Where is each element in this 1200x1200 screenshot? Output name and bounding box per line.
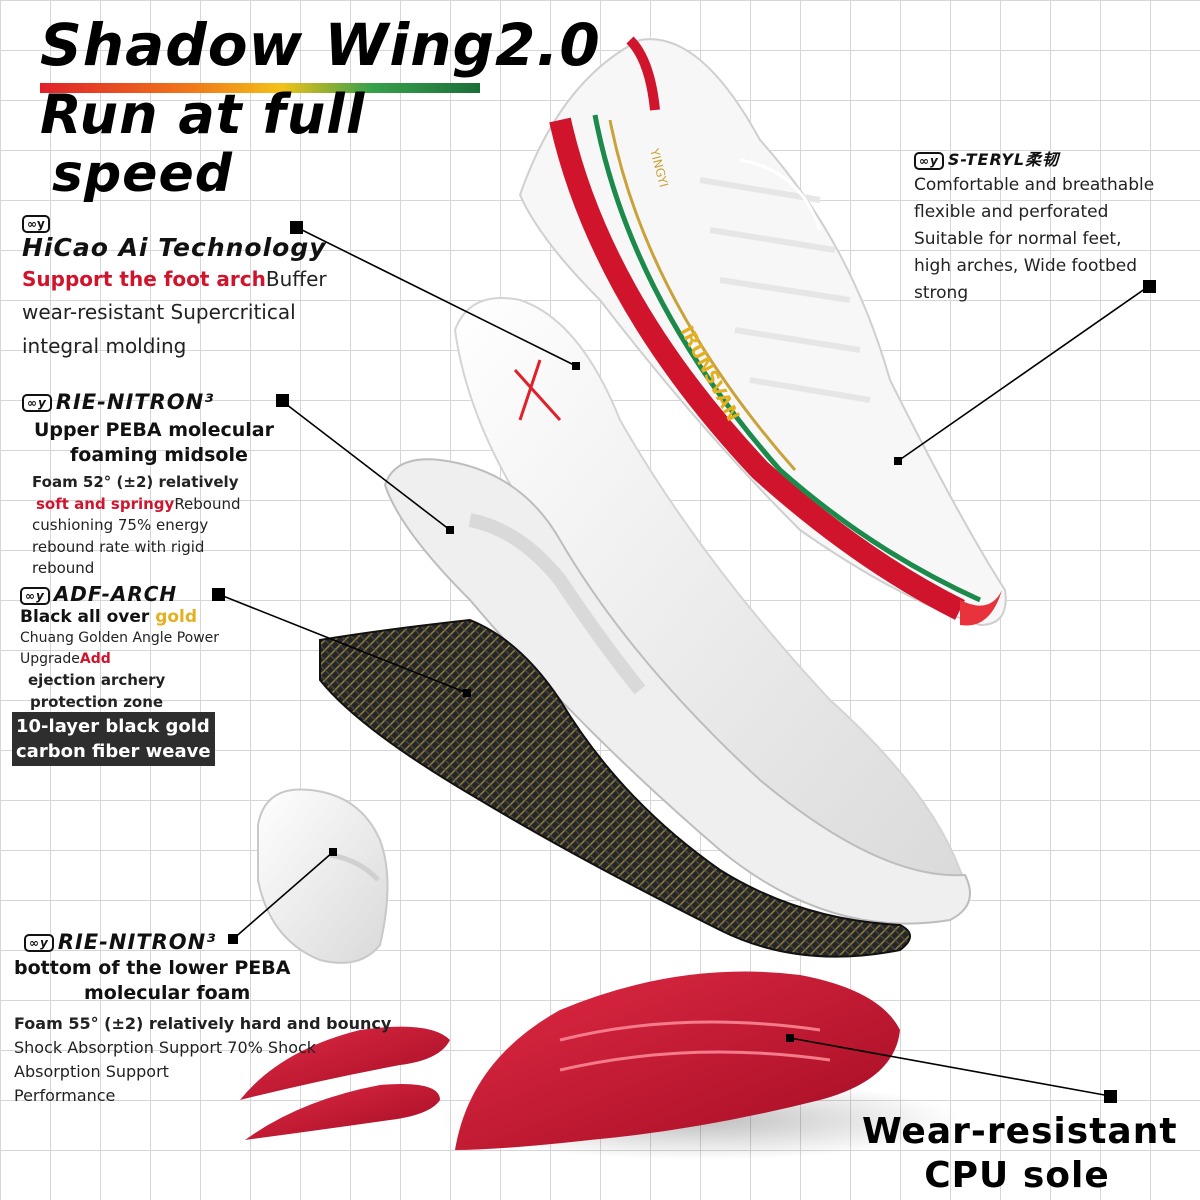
headline-line-3: speed [52,144,233,204]
lower-midsole-highlight: Foam 55° (±2) relatively hard and bouncy [14,1014,392,1033]
insole-callout-marker [290,221,303,234]
infinity-logo-icon: ∞y [24,934,54,952]
upper-midsole-line-3: rebound [32,559,95,577]
upper-midsole-line-2: rebound rate with rigid [32,537,205,556]
upper-line-3: Suitable for normal feet, [914,229,1122,249]
carbon-plate-line-1: Chuang Golden Angle Power [20,630,220,646]
carbon-plate-red-2: protection zone [30,692,164,711]
upper-midsole-heading-2: foaming midsole [70,444,248,466]
lower-midsole-point [329,848,337,856]
upper-midsole-highlight-1: Foam 52° (±2) relatively [32,473,239,491]
insole-callout: ∞y HiCao Ai Technology Support the foot … [22,213,327,363]
upper-line-4: high arches, Wide footbed [914,256,1138,276]
upper-tech-name: S-TERYL柔韧 [947,150,1060,169]
insole-highlight: Support the foot arch [22,266,266,291]
infinity-logo-icon: ∞y [22,394,52,412]
headline-line-2: Run at full [40,83,366,146]
upper-point [894,457,902,465]
infinity-logo-icon: ∞y [22,214,50,233]
carbon-plate-line-2: Upgrade [20,651,80,667]
carbon-plate-point [463,689,471,697]
upper-midsole-callout-marker [276,394,289,407]
insole-line-2: integral molding [22,333,187,358]
carbon-weave-line-1: 10-layer black gold [16,716,210,737]
upper-midsole-tech-name: RIE-NITRON³ [55,390,215,414]
carbon-plate-line-2-red: Add [79,651,111,667]
insole-point [572,362,580,370]
lower-midsole-heading-2: molecular foam [84,982,251,1004]
upper-midsole-line-1: cushioning 75% energy [32,516,209,534]
callout-lines [217,226,1150,1097]
upper-line-1: Comfortable and breathable [914,175,1155,195]
outsole-label-1: Wear-resistant [862,1111,1178,1152]
lower-midsole-tech-name: RIE-NITRON³ [57,930,217,954]
upper-callout-marker [1143,280,1156,293]
carbon-plate-red-1: ejection archery [28,671,166,689]
lower-midsole-callout-marker [228,934,238,944]
insole-tech-name: HiCao Ai Technology [22,232,327,262]
upper-midsole-after-highlight: Rebound [174,494,241,513]
carbon-plate-callout-marker [212,588,225,601]
headline-line-1: Shadow Wing2.0 [40,11,601,79]
carbon-plate [319,618,911,958]
headline-accent-bar [40,83,480,93]
carbon-plate-heading-gold: gold [155,607,198,627]
insole-line-1: wear-resistant Supercritical [22,299,296,324]
outsole-callout: Wear-resistant CPU sole [862,1110,1178,1198]
infinity-logo-icon: ∞y [20,586,50,605]
upper-midsole-highlight-2: soft and springy [36,494,175,513]
heel-midsole [257,788,389,964]
outsole-heel-1 [240,1026,450,1100]
upper-line-5: strong [914,283,969,303]
outsole-label-2: CPU sole [924,1155,1110,1196]
lower-midsole-line-1: Shock Absorption Support 70% Shock [14,1038,317,1057]
upper-midsole-point [446,526,454,534]
carbon-weave-label: 10-layer black gold carbon fiber weave [12,712,215,766]
lower-midsole-line-3: Performance [14,1086,116,1105]
insole-after-highlight: Buffer [265,266,327,291]
lower-midsole-heading-1: bottom of the lower PEBA [14,957,291,979]
outsole-forefoot [455,971,900,1150]
outsole-heel-2 [245,1084,440,1140]
shoe-upper [518,36,1007,627]
carbon-plate-tech-name: ADF-ARCH [53,582,178,606]
lower-midsole-line-2: Absorption Support [14,1062,169,1081]
infinity-logo-icon: ∞y [914,151,944,170]
upper-line-2: flexible and perforated [914,202,1109,222]
outsole-point [786,1034,794,1042]
upper-midsole-heading-1: Upper PEBA molecular [34,419,274,441]
carbon-weave-line-2: carbon fiber weave [16,741,211,762]
carbon-plate-heading: Black all over [20,607,156,627]
outsole-callout-marker [1104,1090,1117,1103]
